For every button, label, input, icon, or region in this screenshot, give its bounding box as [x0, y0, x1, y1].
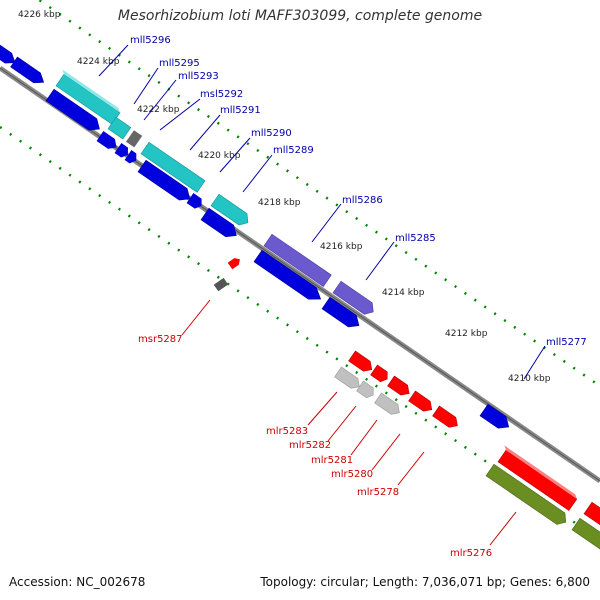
kbp-labels: 4226 kbp 4224 kbp 4222 kbp 4220 kbp 4218…	[18, 10, 551, 384]
gene-label[interactable]: mll5291	[220, 105, 261, 116]
kbp-label: 4214 kbp	[382, 288, 425, 298]
gene-arrow-blue[interactable]	[479, 403, 513, 433]
gene-label[interactable]: mlr5283	[266, 426, 308, 437]
gene-label[interactable]: mll5286	[342, 195, 383, 206]
gene-label[interactable]: mlr5282	[289, 440, 331, 451]
topology-text: Topology: circular; Length: 7,036,071 bp…	[260, 575, 590, 589]
gene-arrow-blue[interactable]	[10, 56, 47, 87]
gene-arrow-slate[interactable]	[332, 280, 377, 317]
gene-features	[0, 34, 600, 550]
gene-arrow-blue[interactable]	[186, 193, 205, 211]
gene-label[interactable]: mlr5280	[331, 469, 373, 480]
gene-arrow-gray[interactable]	[213, 277, 229, 292]
gene-label[interactable]: mll5295	[159, 58, 200, 69]
gene-labels: mll5296 mll5295 mll5293 msl5292 mll5291 …	[130, 35, 587, 559]
kbp-label: 4212 kbp	[445, 329, 488, 339]
gene-arrow-lightgray[interactable]	[356, 380, 377, 400]
gene-arrow-cyan[interactable]	[210, 193, 252, 228]
gene-label[interactable]: msr5287	[138, 334, 183, 345]
gene-arrow-blue[interactable]	[45, 88, 103, 135]
gene-arrow-blue[interactable]	[253, 249, 325, 305]
kbp-label: 4218 kbp	[258, 198, 301, 208]
gene-arrow-red[interactable]	[227, 256, 242, 270]
kbp-label: 4210 kbp	[508, 374, 551, 384]
gene-arrow-lightgray[interactable]	[374, 392, 403, 418]
tick-track-inner	[0, 125, 600, 542]
gene-arrow-cyan[interactable]	[140, 141, 206, 193]
gene-label[interactable]: mll5289	[273, 145, 314, 156]
gene-arrow-olive[interactable]	[485, 463, 570, 528]
gene-label[interactable]: mll5285	[395, 233, 436, 244]
gene-arrow-lightgray[interactable]	[334, 366, 363, 392]
gene-arrow-cyan[interactable]	[107, 116, 132, 140]
gene-arrow-blue[interactable]	[96, 131, 120, 152]
gene-arrow-blue[interactable]	[137, 159, 194, 204]
gene-label[interactable]: mlr5278	[357, 487, 399, 498]
gene-arrow-blue[interactable]	[114, 143, 132, 160]
gene-arrow-blue[interactable]	[124, 150, 140, 166]
kbp-label: 4216 kbp	[320, 242, 363, 252]
gene-arrow-slate[interactable]	[263, 233, 332, 287]
tick-track-outer	[37, 0, 600, 388]
gene-arrow-red[interactable]	[583, 501, 600, 532]
leader-lines	[98, 44, 546, 546]
gene-arrow-red[interactable]	[432, 405, 461, 431]
gene-arrow-red[interactable]	[387, 375, 413, 398]
accession-text: Accession: NC_002678	[9, 575, 146, 589]
gene-arrow-blue[interactable]	[0, 34, 18, 68]
gene-arrow-red[interactable]	[408, 390, 436, 414]
gene-label[interactable]: mll5277	[546, 337, 587, 348]
gene-arrow-red[interactable]	[370, 364, 391, 384]
gene-label[interactable]: msl5292	[200, 89, 243, 100]
kbp-label: 4224 kbp	[77, 57, 120, 67]
gene-label[interactable]: mll5293	[178, 71, 219, 82]
gene-arrow-blue[interactable]	[200, 207, 240, 241]
gene-arrow-olive[interactable]	[571, 517, 600, 550]
gene-label[interactable]: mll5296	[130, 35, 171, 46]
gene-label[interactable]: mll5290	[251, 128, 292, 139]
gene-arrow-red[interactable]	[495, 445, 579, 511]
kbp-label: 4222 kbp	[137, 105, 180, 115]
map-title: Mesorhizobium loti MAFF303099, complete …	[117, 8, 483, 24]
gene-label[interactable]: mlr5281	[311, 455, 353, 466]
gene-arrow-red[interactable]	[348, 350, 376, 374]
gene-label[interactable]: mlr5276	[450, 548, 492, 559]
gene-arrow-blue[interactable]	[321, 296, 363, 331]
kbp-label: 4226 kbp	[18, 10, 61, 20]
kbp-label: 4220 kbp	[198, 151, 241, 161]
gene-arrow-gray[interactable]	[126, 130, 143, 148]
